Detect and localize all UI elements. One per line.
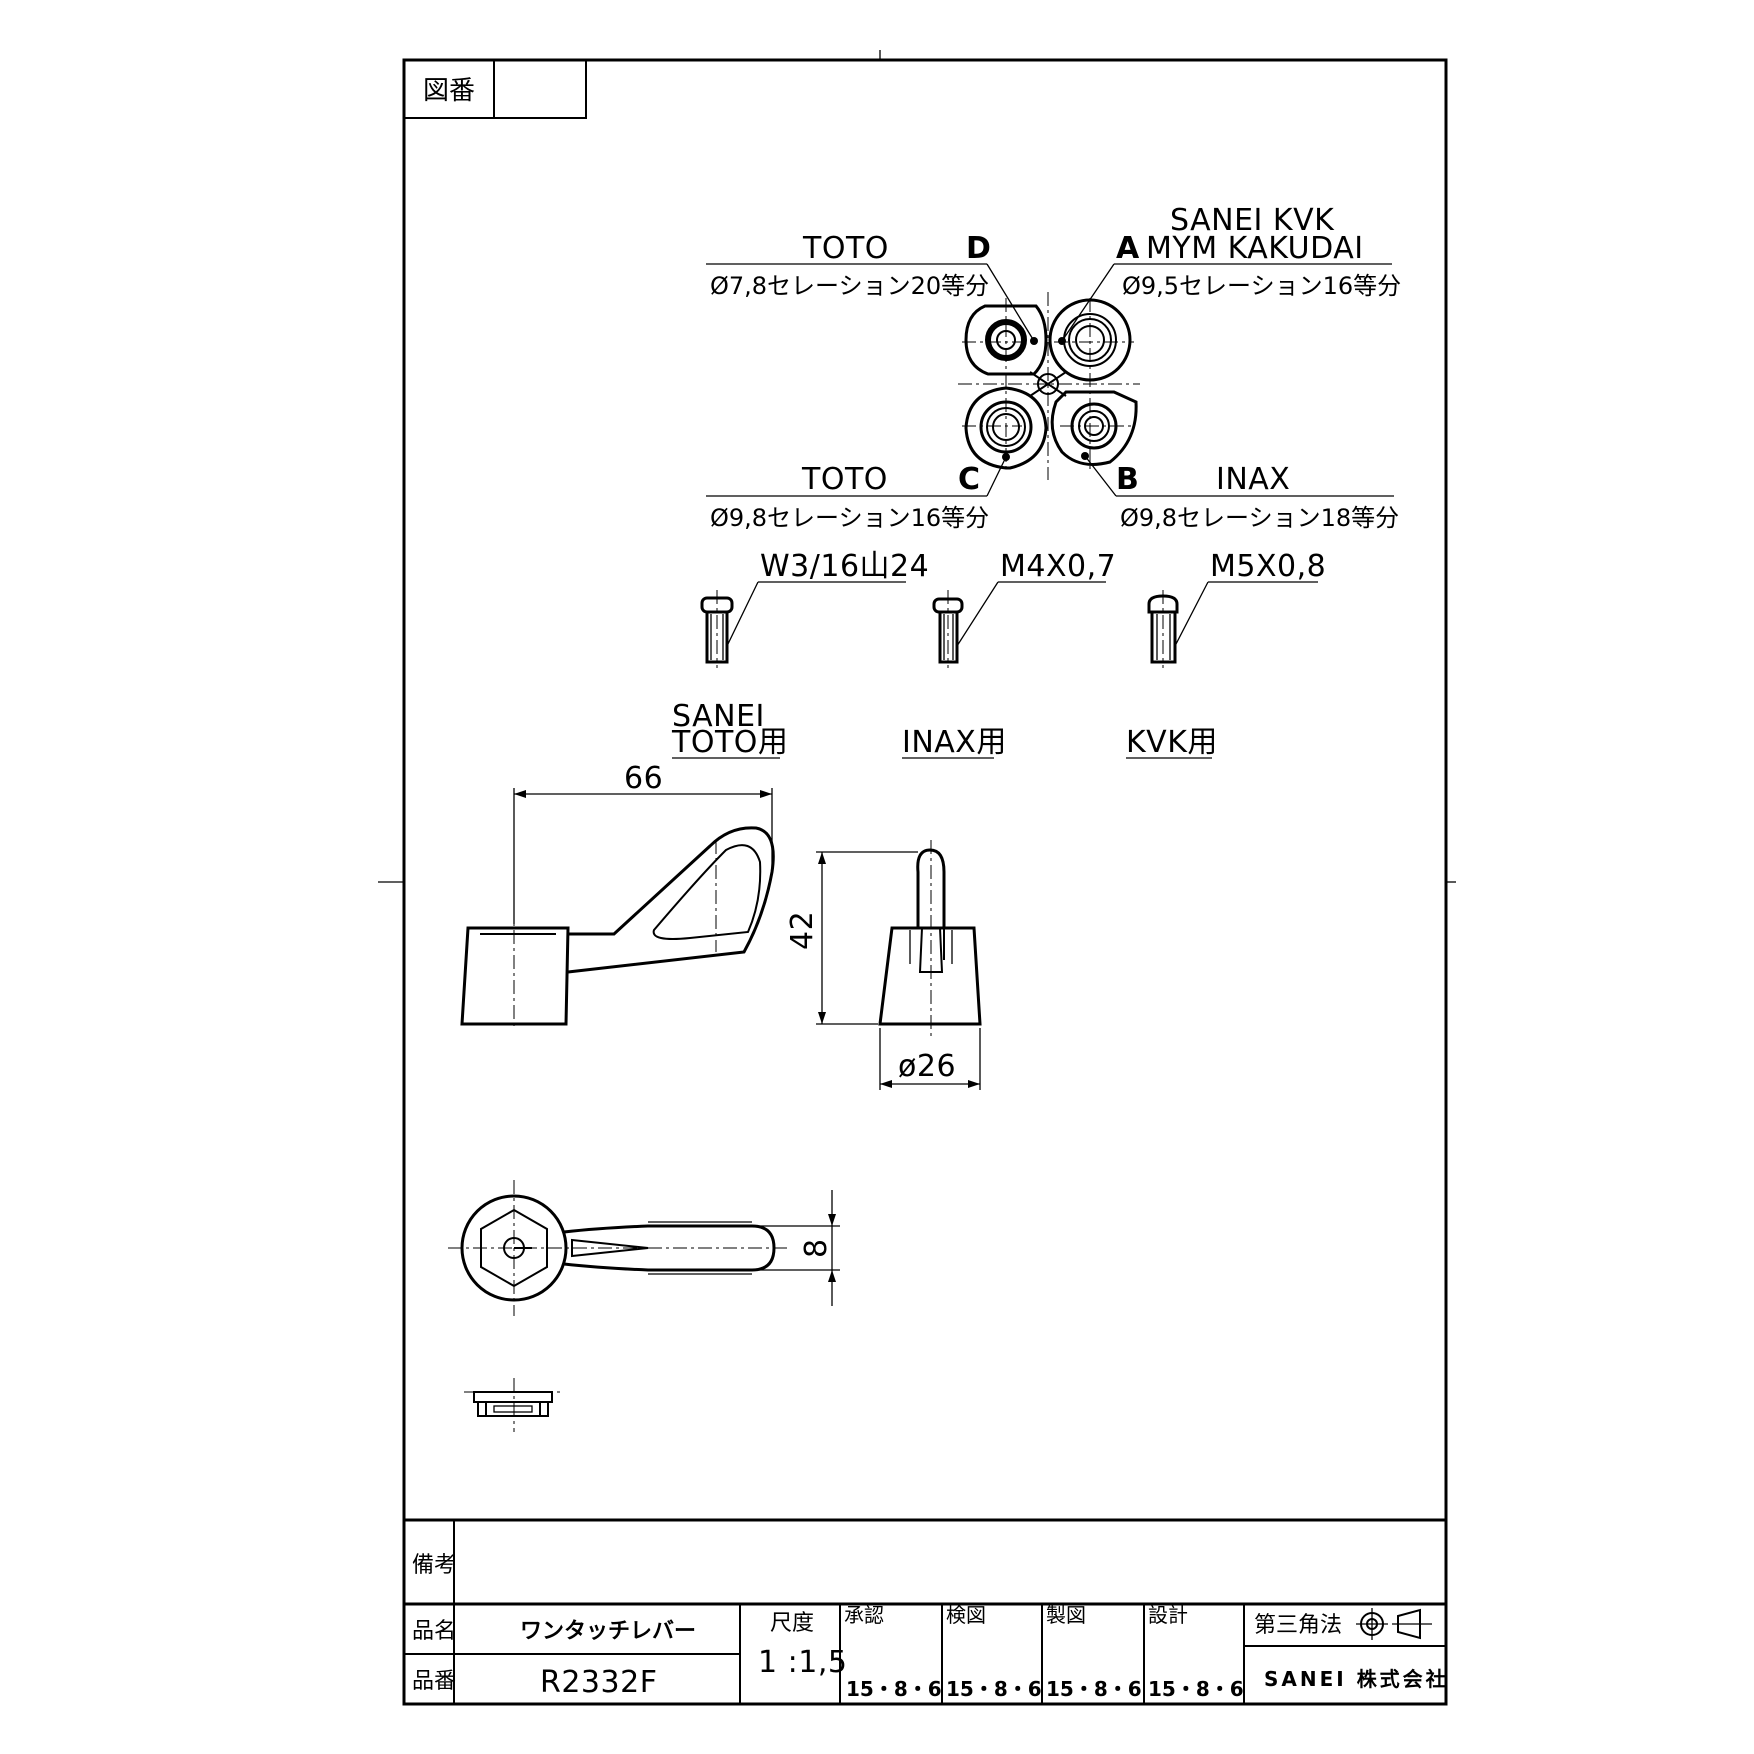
dimension-height: 42 [785,911,820,950]
scale-label: 尺度 [770,1611,814,1636]
remarks-label: 備考 [412,1553,456,1578]
lever-front-view: 66 [460,761,775,1030]
dimension-length: 66 [624,761,663,796]
adapter-a-maker-line1: SANEI KVK [1170,203,1335,238]
part-name-label: 品名 [412,1619,456,1644]
design-date: 15・8・6 [1148,1677,1244,1701]
screw-1-usage-line1: SANEI [672,699,765,734]
company-name: SANEI 株式会社 [1264,1667,1449,1691]
adapter-d-letter: D [966,231,991,266]
dimension-diameter: ø26 [898,1049,956,1084]
part-name-value: ワンタッチレバー [520,1619,696,1644]
drawing-number-box: 図番 [403,59,587,119]
design-label: 設計 [1148,1603,1188,1627]
adapter-a-maker-line2: MYM KAKUDAI [1146,231,1364,266]
check-date: 15・8・6 [946,1677,1042,1701]
adapter-a-spec: Ø9,5セレーション16等分 [1122,272,1401,300]
adapter-d-spec: Ø7,8セレーション20等分 [710,272,989,300]
screw-2-thread: M4X0,7 [1000,549,1116,584]
screw-1: W3/16山24 SANEI TOTO用 [671,549,929,760]
adapter-b-shape [1050,390,1138,466]
serration-adapters-view: TOTO D Ø7,8セレーション20等分 SANEI KVK A MYM KA… [706,203,1401,532]
adapter-b-spec: Ø9,8セレーション18等分 [1120,504,1399,532]
approval-label: 承認 [844,1603,884,1627]
screw-2: M4X0,7 INAX用 [902,549,1116,760]
adapter-b-maker: INAX [1216,462,1290,497]
adapter-c-maker: TOTO [801,462,888,497]
projection-label: 第三角法 [1254,1613,1342,1638]
lever-side-view: 42 ø26 [785,840,982,1090]
cap-part-view [464,1378,562,1432]
screw-3-usage: KVK用 [1126,725,1218,760]
scale-value: 1 :1,5 [758,1645,847,1680]
adapter-c-shape [964,386,1048,470]
adapter-d-maker: TOTO [802,231,889,266]
part-number-value: R2332F [540,1665,657,1700]
lever-top-view: 8 [448,1180,840,1316]
adapter-a-letter: A [1116,231,1140,266]
drafting-label: 製図 [1046,1603,1086,1627]
screw-2-usage: INAX用 [902,725,1007,760]
title-block: 備考 品名 ワンタッチレバー 品番 R2332F 尺度 1 :1,5 承認 15… [404,1518,1449,1704]
drafting-date: 15・8・6 [1046,1677,1142,1701]
screw-3-thread: M5X0,8 [1210,549,1326,584]
screw-3: M5X0,8 KVK用 [1126,549,1326,760]
adapter-b-letter: B [1116,462,1139,497]
drawing-frame [378,50,1456,1706]
dimension-thickness: 8 [799,1238,834,1258]
approval-date: 15・8・6 [846,1677,942,1701]
third-angle-projection-icon [1356,1608,1432,1640]
part-number-label: 品番 [412,1669,456,1694]
adapter-c-letter: C [958,462,980,497]
screw-1-usage-line2: TOTO用 [671,725,788,760]
screw-1-thread: W3/16山24 [760,549,929,584]
drawing-number-label: 図番 [423,76,475,106]
check-label: 検図 [946,1603,986,1627]
adapter-c-spec: Ø9,8セレーション16等分 [710,504,989,532]
